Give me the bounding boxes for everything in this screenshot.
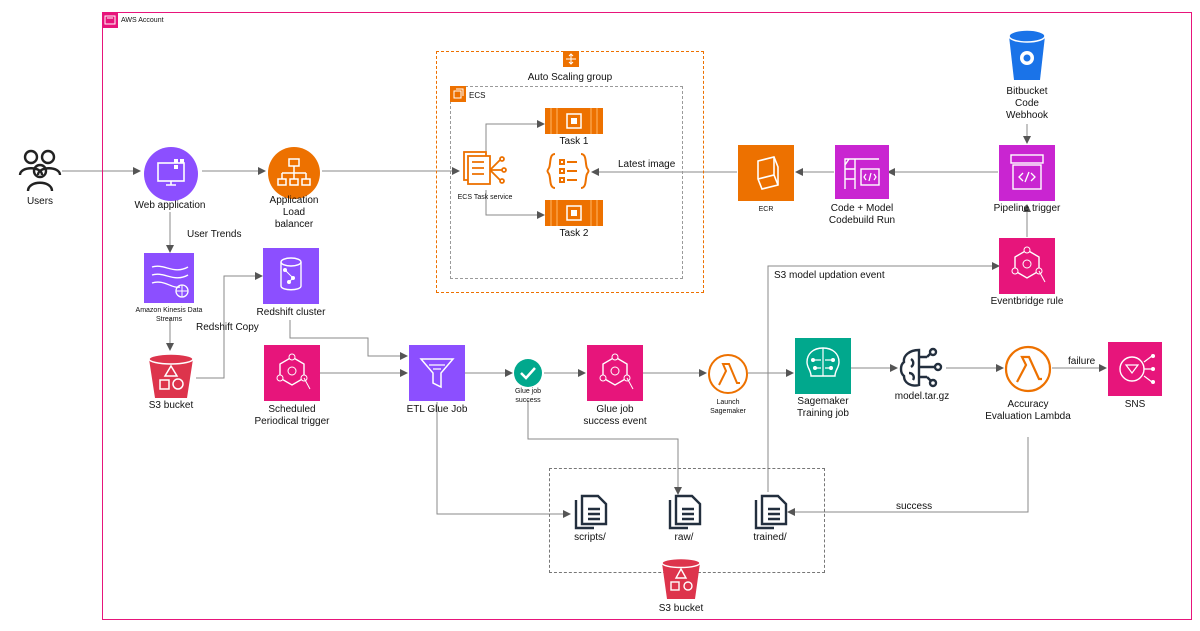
kinesis-label-1: Amazon Kinesis Data <box>135 307 203 314</box>
glue-success-label-2: success <box>515 397 541 404</box>
ecs-task-service-icon[interactable] <box>460 148 508 192</box>
task-1-label: Task 1 <box>559 136 589 147</box>
bitbucket-icon[interactable] <box>1006 28 1048 84</box>
s3-bucket-icon[interactable] <box>146 352 196 400</box>
glue-success-event-label-1: Glue job <box>596 404 634 415</box>
trained-folder-icon[interactable] <box>752 494 788 530</box>
kinesis-icon[interactable] <box>144 253 194 303</box>
model-artifact-icon <box>899 347 945 389</box>
task-2-icon[interactable] <box>545 200 603 226</box>
web-application-icon[interactable] <box>144 147 198 201</box>
edge-label-failure: failure <box>1068 356 1096 367</box>
scheduled-trigger-icon[interactable] <box>264 345 320 401</box>
sagemaker-label-2: Training job <box>797 408 849 419</box>
eventbridge-rule-icon[interactable] <box>999 238 1055 294</box>
ecs-cluster-frame <box>450 86 683 279</box>
load-balancer-label-2: Load <box>282 207 306 218</box>
scheduled-trigger-label-2: Periodical trigger <box>254 416 330 427</box>
glue-success-event-icon[interactable] <box>587 345 643 401</box>
ecr-icon[interactable] <box>738 145 794 201</box>
bitbucket-label-3: Webhook <box>1005 110 1049 121</box>
sns-icon[interactable] <box>1108 342 1162 396</box>
sns-label: SNS <box>1124 399 1146 410</box>
accuracy-lambda-label-1: Accuracy <box>1007 399 1049 410</box>
edge-label-user-trends: User Trends <box>187 229 242 240</box>
s3-bucket-label: S3 bucket <box>148 400 194 411</box>
trained-folder-label: trained/ <box>753 532 787 543</box>
edge-s3-redshift <box>196 272 263 379</box>
glue-success-label-1: Glue job <box>514 388 542 395</box>
launch-lambda-label-1: Launch <box>716 399 740 406</box>
eventbridge-rule-label: Eventbridge rule <box>990 296 1064 307</box>
bitbucket-label-2: Code <box>1015 98 1039 109</box>
accuracy-lambda-label-2: Evaluation Lambda <box>985 411 1071 422</box>
edge-accuracy-trained <box>787 437 1029 516</box>
redshift-cluster-label: Redshift cluster <box>256 307 326 318</box>
scheduled-trigger-label-1: Scheduled <box>268 404 316 415</box>
etl-glue-job-icon[interactable] <box>409 345 465 401</box>
kinesis-label-2: Streams <box>155 316 183 323</box>
s3-data-bucket-icon[interactable] <box>660 557 702 601</box>
edge-label-latest-image: Latest image <box>618 159 676 170</box>
load-balancer-label-3: balancer <box>274 219 314 230</box>
web-application-label: Web application <box>134 200 206 211</box>
auto-scaling-label: Auto Scaling group <box>527 72 613 83</box>
glue-success-check-icon <box>514 359 542 387</box>
ecs-task-service-label: ECS Task service <box>457 194 513 201</box>
pipeline-trigger-label: Pipeline trigger <box>993 203 1061 214</box>
edge-gluesuccess-raw <box>527 400 682 495</box>
aws-account-label: AWS Account <box>121 17 164 24</box>
edge-trained-eventbridge <box>767 262 1000 492</box>
codebuild-icon[interactable] <box>835 145 889 199</box>
s3-data-bucket-label: S3 bucket <box>658 603 704 614</box>
codebuild-label-2: Codebuild Run <box>828 215 896 226</box>
ecs-label: ECS <box>469 91 486 100</box>
sagemaker-label-1: Sagemaker <box>797 396 849 407</box>
load-balancer-icon[interactable] <box>268 147 320 199</box>
raw-folder-icon[interactable] <box>666 494 702 530</box>
raw-folder-label: raw/ <box>674 532 694 543</box>
edge-redshift-etl <box>289 320 408 360</box>
edge-etl-scripts <box>436 402 571 518</box>
scripts-folder-label: scripts/ <box>574 532 606 543</box>
aws-account-icon <box>102 12 118 28</box>
scripts-folder-icon[interactable] <box>572 494 608 530</box>
edge-label-redshift-copy: Redshift Copy <box>196 322 259 333</box>
task-1-icon[interactable] <box>545 108 603 134</box>
model-artifact-label: model.tar.gz <box>894 391 950 402</box>
edge-label-success: success <box>896 501 933 512</box>
task-definition-icon <box>545 150 591 192</box>
ecr-label: ECR <box>758 206 774 213</box>
accuracy-lambda-icon[interactable] <box>1004 345 1052 393</box>
users-icon <box>18 147 62 193</box>
aws-account-frame <box>102 12 1192 620</box>
pipeline-trigger-icon[interactable] <box>999 145 1055 201</box>
edge-tasksvc-task2 <box>485 190 545 219</box>
task-2-label: Task 2 <box>559 228 589 239</box>
users-label: Users <box>26 196 54 207</box>
etl-glue-job-label: ETL Glue Job <box>406 404 468 415</box>
auto-scaling-icon <box>563 51 579 67</box>
edge-label-s3-model-event: S3 model updation event <box>774 270 885 281</box>
launch-lambda-icon[interactable] <box>707 353 749 395</box>
edge-tasksvc-task1 <box>485 120 545 160</box>
ecs-icon <box>450 86 466 102</box>
redshift-cluster-icon[interactable] <box>263 248 319 304</box>
bitbucket-label-1: Bitbucket <box>1006 86 1048 97</box>
load-balancer-label-1: Application <box>269 195 319 206</box>
launch-lambda-label-2: Sagemaker <box>710 408 746 415</box>
codebuild-label-1: Code + Model <box>830 203 894 214</box>
sagemaker-icon[interactable] <box>795 338 851 394</box>
glue-success-event-label-2: success event <box>583 416 647 427</box>
